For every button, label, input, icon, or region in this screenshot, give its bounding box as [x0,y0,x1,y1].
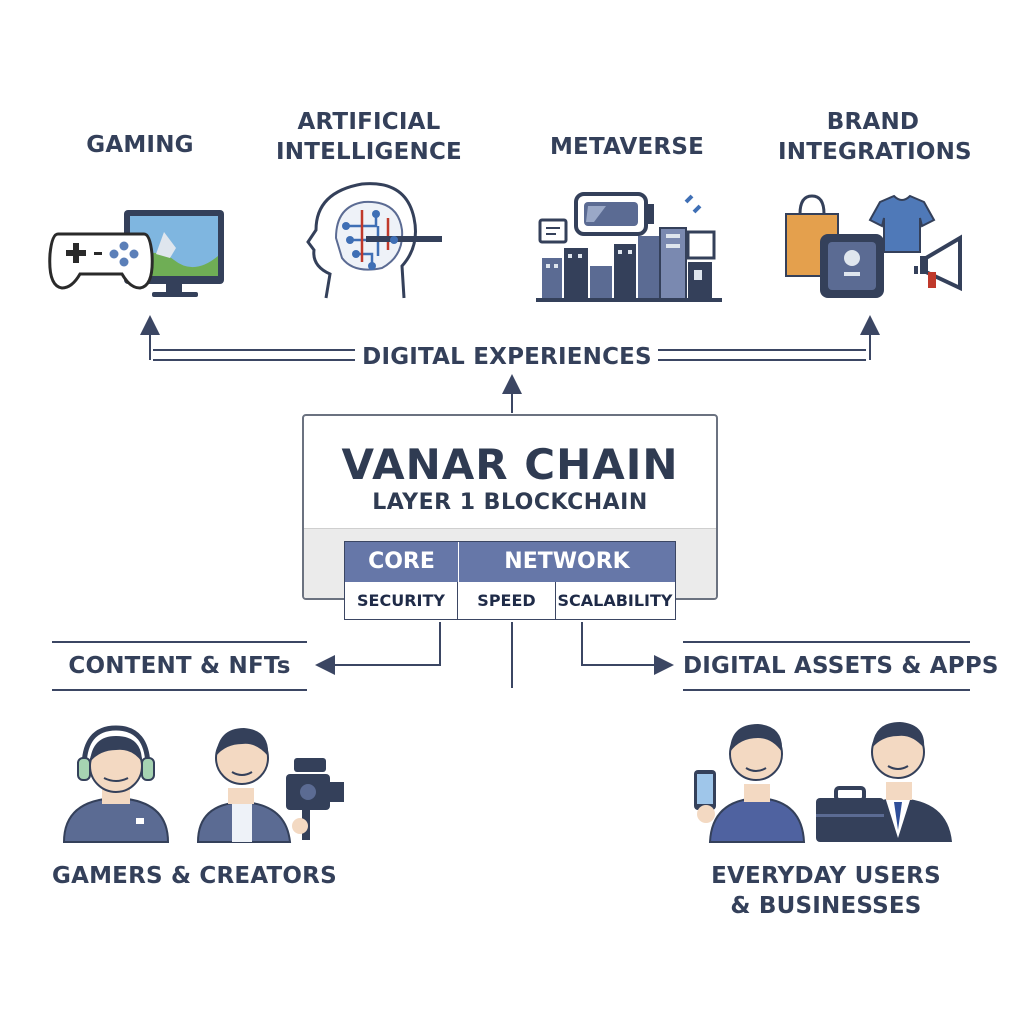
grid-cell-security: SECURITY [345,582,458,619]
grid-header-core: CORE [345,542,459,582]
everyday-users-businesses-icon [694,722,952,843]
grid-header-network: NETWORK [504,549,630,574]
ai-brain-icon [306,182,442,299]
brand-integrations-icon [785,194,962,298]
label-everyday-users-line1: EVERYDAY USERS [711,863,941,889]
label-ai-line2: INTELLIGENCE [276,139,462,165]
label-digital-assets-apps: DIGITAL ASSETS & APPS [683,653,999,679]
grid-cell-scalability: SCALABILITY [557,591,673,610]
label-brand-line1: BRAND [826,109,920,135]
chain-title: VANAR CHAIN [341,440,679,489]
arrow-to-content-nfts [315,622,441,675]
grid-header: CORE NETWORK [345,542,675,582]
label-digital-experiences: DIGITAL EXPERIENCES [362,344,652,370]
label-brand-line2: INTEGRATIONS [778,139,972,165]
grid-cells: SECURITY SPEED SCALABILITY [345,582,675,619]
gaming-icon [48,210,224,297]
label-everyday-users-line2: & BUSINESSES [730,893,922,919]
label-ai-line1: ARTIFICIAL [297,109,441,135]
chain-subtitle: LAYER 1 BLOCKCHAIN [372,490,648,515]
label-gaming: GAMING [86,132,194,158]
arrow-to-digital-assets [581,622,674,675]
gamers-creators-icon [62,725,344,843]
core-network-grid: CORE NETWORK SECURITY SPEED SCALABILITY [344,541,676,620]
metaverse-vr-city-icon [536,192,722,302]
label-gamers-creators: GAMERS & CREATORS [52,863,337,889]
grid-cell-speed: SPEED [458,582,556,619]
label-content-nfts: CONTENT & NFTs [68,653,291,679]
label-metaverse: METAVERSE [549,134,705,160]
